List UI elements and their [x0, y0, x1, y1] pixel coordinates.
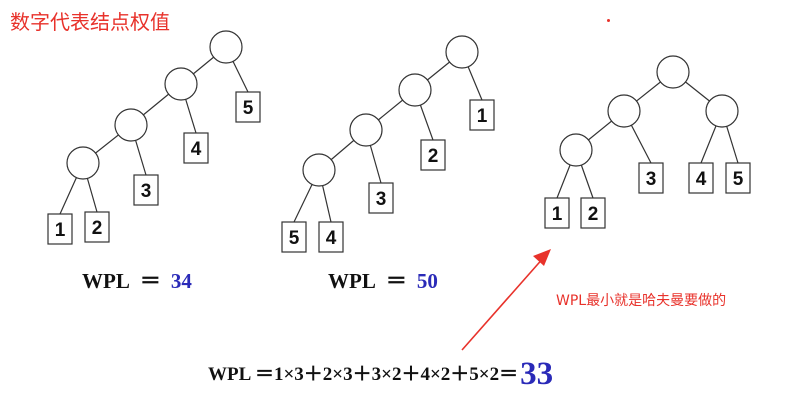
tree1-node-2 [164, 67, 198, 101]
tree1-node-4 [66, 146, 100, 180]
tree2-leaf-box-1 [281, 221, 307, 253]
tree2-leaf-label-5: 1 [477, 106, 488, 127]
tree1-leaf-label-5: 5 [243, 98, 254, 119]
tree1-leaf-label-2: 2 [92, 218, 103, 239]
tree3-leaf-label-3: 3 [646, 169, 657, 190]
wpl-formula-result: 33 [520, 356, 554, 392]
tree2-node-4 [302, 153, 336, 187]
tree1-leaf-box-3 [133, 174, 159, 206]
tree1-leaf-label-4: 4 [191, 139, 202, 160]
tree3-node-2 [607, 94, 641, 128]
tree2-node-2 [398, 73, 432, 107]
tree3-leaf-label-5: 5 [733, 169, 744, 190]
tree1-leaf-label-3: 3 [141, 181, 152, 202]
tree3-leaf-box-4 [688, 162, 714, 194]
tree1-leaf-box-5 [235, 91, 261, 123]
tree1-leaf-box-1 [47, 213, 73, 245]
decorative-dot [607, 19, 610, 22]
wpl-formula-expression: WPL ＝1×3＋2×3＋3×2＋4×2＋5×2＝ [208, 364, 519, 385]
tree3-leaf-label-2: 2 [588, 204, 599, 225]
tree3-leaf-box-5 [725, 162, 751, 194]
tree3-node-1 [656, 55, 690, 89]
tree2-node-3 [349, 113, 383, 147]
tree2-leaf-box-4 [420, 139, 446, 171]
arrow-head [533, 249, 551, 266]
tree1-leaf-box-2 [84, 211, 110, 243]
tree3-leaf-label-1: 1 [552, 204, 563, 225]
wpl-formula: WPL ＝1×3＋2×3＋3×2＋4×2＋5×2＝33 [208, 356, 553, 393]
tree3-leaf-box-3 [638, 162, 664, 194]
tree3-node-4 [559, 133, 593, 167]
tree2-wpl: WPL ＝ 50 [328, 265, 438, 295]
tree1-node-3 [114, 108, 148, 142]
tree1-wpl-label: WPL [82, 269, 130, 293]
tree2-leaf-label-1: 5 [289, 228, 300, 249]
tree2-wpl-value: 50 [416, 269, 438, 293]
tree3-leaf-box-2 [580, 197, 606, 229]
tree2-wpl-label: WPL [328, 269, 376, 293]
tree2-leaf-label-4: 2 [428, 146, 439, 167]
tree2-leaf-label-3: 3 [376, 189, 387, 210]
tree1-wpl: WPL ＝ 34 [82, 265, 192, 295]
tree2-leaf-box-3 [368, 182, 394, 214]
tree3-leaf-label-4: 4 [696, 169, 707, 190]
tree2-node-1 [445, 35, 479, 69]
tree2-leaf-box-5 [469, 99, 495, 131]
tree2-wpl-eq: ＝ [385, 269, 407, 293]
tree1-leaf-box-4 [183, 132, 209, 164]
tree2-leaf-label-2: 4 [326, 228, 337, 249]
tree3-leaf-box-1 [544, 197, 570, 229]
tree1-wpl-eq: ＝ [139, 269, 161, 293]
arrow-line [461, 255, 546, 351]
tree2-leaf-box-2 [318, 221, 344, 253]
huffman-note: WPL最小就是哈夫曼要做的 [556, 293, 727, 309]
tree3-node-3 [705, 94, 739, 128]
tree1-leaf-label-1: 1 [55, 220, 66, 241]
page-title: 数字代表结点权值 [10, 10, 170, 34]
tree1-node-1 [209, 30, 243, 64]
tree1-wpl-value: 34 [170, 269, 192, 293]
